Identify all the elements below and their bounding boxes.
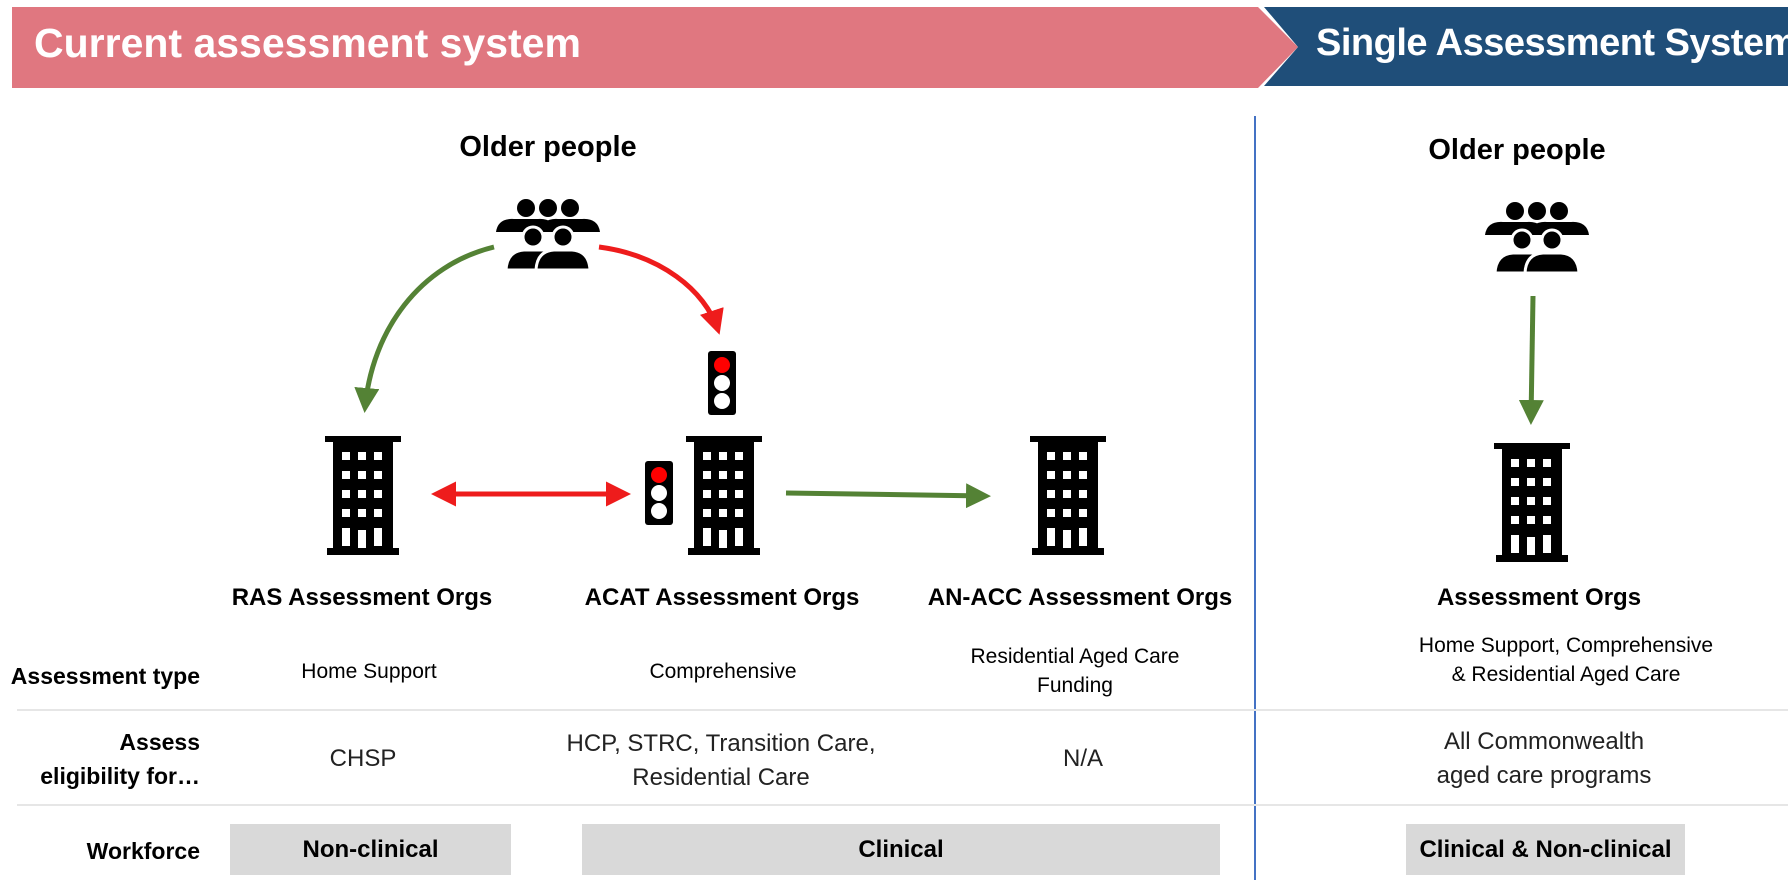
red-arrow-to-acat: [598, 244, 724, 335]
ras-eligibility: CHSP: [329, 745, 397, 772]
acat-org-label: ACAT Assessment Orgs: [584, 584, 860, 611]
acat-eligibility-line2: Residential Care: [632, 764, 810, 791]
single-system-title: Single Assessment System: [1316, 22, 1788, 64]
current-system-title: Current assessment system: [34, 20, 581, 66]
anacc-office-building-icon: [1030, 436, 1106, 555]
acat-assessment-type: Comprehensive: [649, 660, 797, 683]
anacc-eligibility: N/A: [1062, 745, 1104, 772]
older-people-label: Older people: [459, 131, 637, 163]
older-people-label-single: Older people: [1428, 134, 1606, 166]
ras-office-building-icon: [325, 436, 401, 555]
row-label-eligibility-line2: eligibility for…: [40, 763, 200, 789]
office-building-icon: [1494, 443, 1570, 562]
acat-eligibility-line1: HCP, STRC, Transition Care,: [566, 730, 876, 757]
anacc-org-label: AN-ACC Assessment Orgs: [927, 584, 1233, 611]
people-group-icon: [1483, 200, 1591, 275]
green-arrow-single: [1518, 295, 1544, 425]
single-assessment-type-line2: & Residential Aged Care: [1451, 663, 1681, 686]
people-group-icon: [494, 197, 602, 272]
row-label-eligibility-line1: Assess: [119, 729, 200, 755]
current-system-banner: [12, 7, 1298, 88]
anacc-assessment-type-line2: Funding: [1037, 674, 1113, 697]
assessment-org-label: Assessment Orgs: [1436, 584, 1642, 611]
ras-org-label: RAS Assessment Orgs: [231, 584, 493, 611]
single-eligibility-line2: aged care programs: [1436, 762, 1652, 789]
single-eligibility-line1: All Commonwealth: [1443, 728, 1645, 755]
ras-assessment-type: Home Support: [301, 660, 437, 683]
row-label-assessment-type: Assessment type: [10, 663, 200, 689]
single-system-banner: [1264, 7, 1788, 86]
row-label-workforce: Workforce: [86, 838, 200, 864]
workforce-clinical: Clinical: [582, 824, 1220, 875]
single-assessment-type-line1: Home Support, Comprehensive: [1418, 634, 1714, 657]
workforce-non-clinical: Non-clinical: [230, 824, 511, 875]
traffic-light-icon: [645, 461, 673, 525]
anacc-assessment-type-line1: Residential Aged Care: [970, 645, 1180, 668]
green-arrow-to-ras: [354, 244, 495, 413]
acat-office-building-icon: [686, 436, 762, 555]
green-arrow-to-anacc: [785, 483, 991, 509]
traffic-light-icon: [708, 351, 736, 415]
workforce-clinical-and-non-clinical: Clinical & Non-clinical: [1406, 824, 1685, 875]
